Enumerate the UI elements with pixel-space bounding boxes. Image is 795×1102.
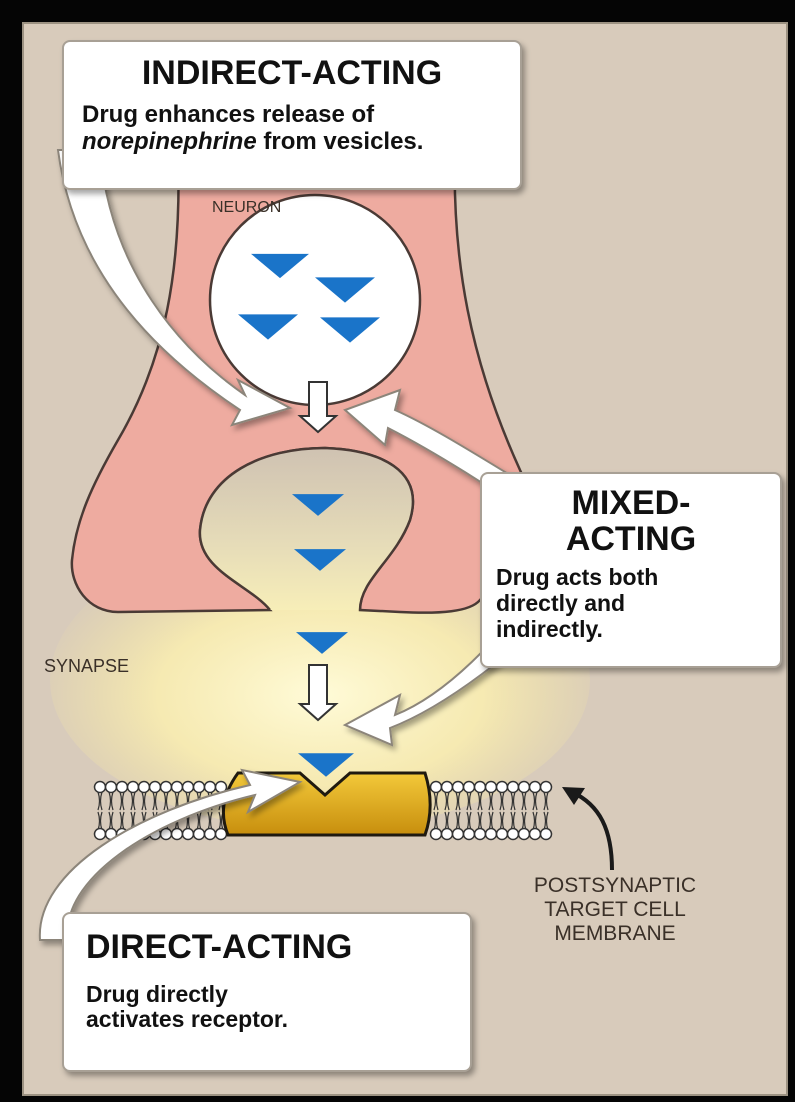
lipid-tail (120, 812, 124, 830)
membrane-pointer-arrow (572, 792, 612, 870)
lipid-head (172, 782, 183, 793)
lipid-head (194, 782, 205, 793)
indirect-acting-box: INDIRECT-ACTING Drug enhances release of… (62, 40, 522, 190)
lipid-tail (522, 812, 526, 830)
lipid-head (139, 782, 150, 793)
lipid-tail (456, 812, 460, 830)
lipid-head (486, 829, 497, 840)
lipid-tail (533, 812, 537, 830)
lipid-tail (142, 792, 146, 810)
lipid-head (453, 829, 464, 840)
lipid-tail (511, 812, 515, 830)
lipid-head (161, 782, 172, 793)
lipid-tail (98, 792, 102, 810)
lipid-head (519, 829, 530, 840)
lipid-tail (445, 812, 449, 830)
lipid-head (508, 829, 519, 840)
lipid-head (475, 829, 486, 840)
lipid-head (117, 782, 128, 793)
lipid-head (486, 782, 497, 793)
lipid-tail (109, 812, 113, 830)
lipid-head (106, 782, 117, 793)
lipid-head (431, 829, 442, 840)
mixed-desc-line3: indirectly. (496, 617, 766, 643)
indirect-acting-title: INDIRECT-ACTING (82, 56, 502, 92)
mixed-desc-line2: directly and (496, 591, 766, 617)
lipid-head (95, 829, 106, 840)
mixed-desc-line1: Drug acts both (496, 565, 766, 591)
mixed-title-line2: ACTING (496, 522, 766, 558)
lipid-head (530, 829, 541, 840)
lipid-tail (544, 812, 548, 830)
lipid-tail (500, 812, 504, 830)
lipid-tail (109, 792, 113, 810)
lipid-head (205, 782, 216, 793)
lipid-head (442, 782, 453, 793)
mixed-acting-description: Drug acts both directly and indirectly. (496, 565, 766, 642)
indirect-acting-description: Drug enhances release of norepinephrine … (82, 102, 502, 156)
lipid-tail (533, 792, 537, 810)
lipid-head (508, 782, 519, 793)
lipid-head (453, 782, 464, 793)
lipid-tail (544, 792, 548, 810)
mixed-title-line1: MIXED- (496, 486, 766, 522)
direct-acting-description: Drug directly activates receptor. (86, 982, 448, 1034)
indirect-desc-end: from vesicles. (257, 128, 424, 155)
direct-desc-line1: Drug directly (86, 982, 448, 1008)
lipid-tail (131, 792, 135, 810)
mixed-acting-title: MIXED- ACTING (496, 486, 766, 557)
lipid-head (95, 782, 106, 793)
indirect-desc-start: Drug enhances release of (82, 101, 374, 128)
lipid-tail (489, 812, 493, 830)
direct-acting-box: DIRECT-ACTING Drug directly activates re… (62, 912, 472, 1072)
lipid-head (464, 782, 475, 793)
lipid-tail (467, 812, 471, 830)
indirect-desc-italic: norepinephrine (82, 128, 257, 155)
vesicle (210, 195, 420, 405)
lipid-head (150, 782, 161, 793)
lipid-head (183, 782, 194, 793)
lipid-tail (478, 812, 482, 830)
lipid-head (172, 829, 183, 840)
lipid-tail (522, 792, 526, 810)
lipid-tail (120, 792, 124, 810)
lipid-tail (511, 792, 515, 810)
synapse-label: SYNAPSE (44, 656, 129, 677)
lipid-head (530, 782, 541, 793)
neuron-label: NEURON (212, 199, 281, 217)
lipid-tail (500, 792, 504, 810)
lipid-head (183, 829, 194, 840)
lipid-head (497, 782, 508, 793)
lipid-head (431, 782, 442, 793)
direct-desc-line2: activates receptor. (86, 1007, 448, 1033)
lipid-head (161, 829, 172, 840)
membrane-label: POSTSYNAPTIC TARGET CELL MEMBRANE (490, 874, 740, 946)
lipid-head (519, 782, 530, 793)
membrane-label-line3: MEMBRANE (490, 922, 740, 946)
lipid-head (541, 829, 552, 840)
lipid-head (497, 829, 508, 840)
membrane-label-line2: TARGET CELL (490, 898, 740, 922)
lipid-head (205, 829, 216, 840)
mixed-acting-box: MIXED- ACTING Drug acts both directly an… (480, 472, 782, 668)
lipid-head (475, 782, 486, 793)
lipid-head (464, 829, 475, 840)
lipid-head (128, 782, 139, 793)
lipid-head (194, 829, 205, 840)
direct-acting-title: DIRECT-ACTING (86, 930, 448, 966)
lipid-head (541, 782, 552, 793)
lipid-head (442, 829, 453, 840)
lipid-tail (98, 812, 102, 830)
lipid-tail (197, 812, 201, 830)
membrane-label-line1: POSTSYNAPTIC (490, 874, 740, 898)
